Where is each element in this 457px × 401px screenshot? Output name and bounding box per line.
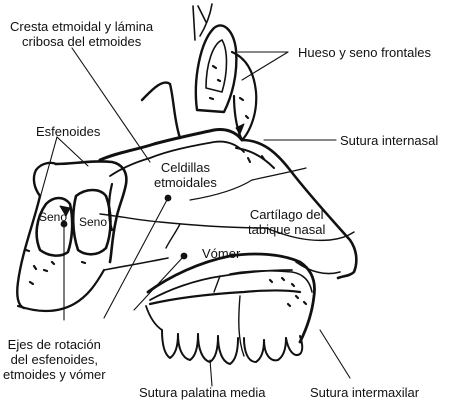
label-seno-right: Seno <box>79 215 108 229</box>
label-seno-left: Seno <box>39 210 68 224</box>
label-vomer: Vómer <box>202 246 241 261</box>
label-cartilago-line2: tabique nasal <box>248 222 326 237</box>
label-celdillas-line2: etmoidales <box>154 175 217 190</box>
label-esfenoides: Esfenoides <box>36 124 101 139</box>
label-ejes-line2: del esfenoides, <box>10 352 99 367</box>
label-ejes-rotacion: Ejes de rotación del esfenoides, etmoide… <box>3 337 106 382</box>
label-cresta-etmoidal: Cresta etmoidal y lámina cribosa del etm… <box>10 19 153 49</box>
septal-cartilage-lines <box>265 227 355 275</box>
label-cresta-line2: cribosa del etmoides <box>22 34 142 49</box>
vomer-dot <box>180 252 188 260</box>
teeth <box>161 329 304 365</box>
label-sutura-palatina: Sutura palatina media <box>139 385 266 400</box>
label-hueso-frontal: Hueso y seno frontales <box>298 45 431 60</box>
leader-lines <box>39 47 351 387</box>
frontal-bone <box>192 3 258 142</box>
label-celdillas-line1: Celdillas <box>160 160 210 175</box>
maxilla-palate <box>145 252 316 357</box>
label-celdillas: Celdillas etmoidales <box>154 160 217 190</box>
axis-dot <box>60 220 68 228</box>
label-cresta-line1: Cresta etmoidal y lámina <box>10 19 154 34</box>
label-ejes-line1: Ejes de rotación <box>7 337 101 352</box>
label-ejes-line3: etmoides y vómer <box>3 367 106 382</box>
celdillas-dot <box>164 194 172 202</box>
label-sutura-internasal: Sutura internasal <box>340 133 439 148</box>
sphenoid-bone <box>16 160 128 313</box>
label-cartilago-line1: Cartílago del <box>249 207 324 222</box>
cribriform-plate <box>98 81 245 177</box>
label-sutura-intermaxilar: Sutura intermaxilar <box>310 385 420 400</box>
label-cartilago: Cartílago del tabique nasal <box>248 207 325 237</box>
